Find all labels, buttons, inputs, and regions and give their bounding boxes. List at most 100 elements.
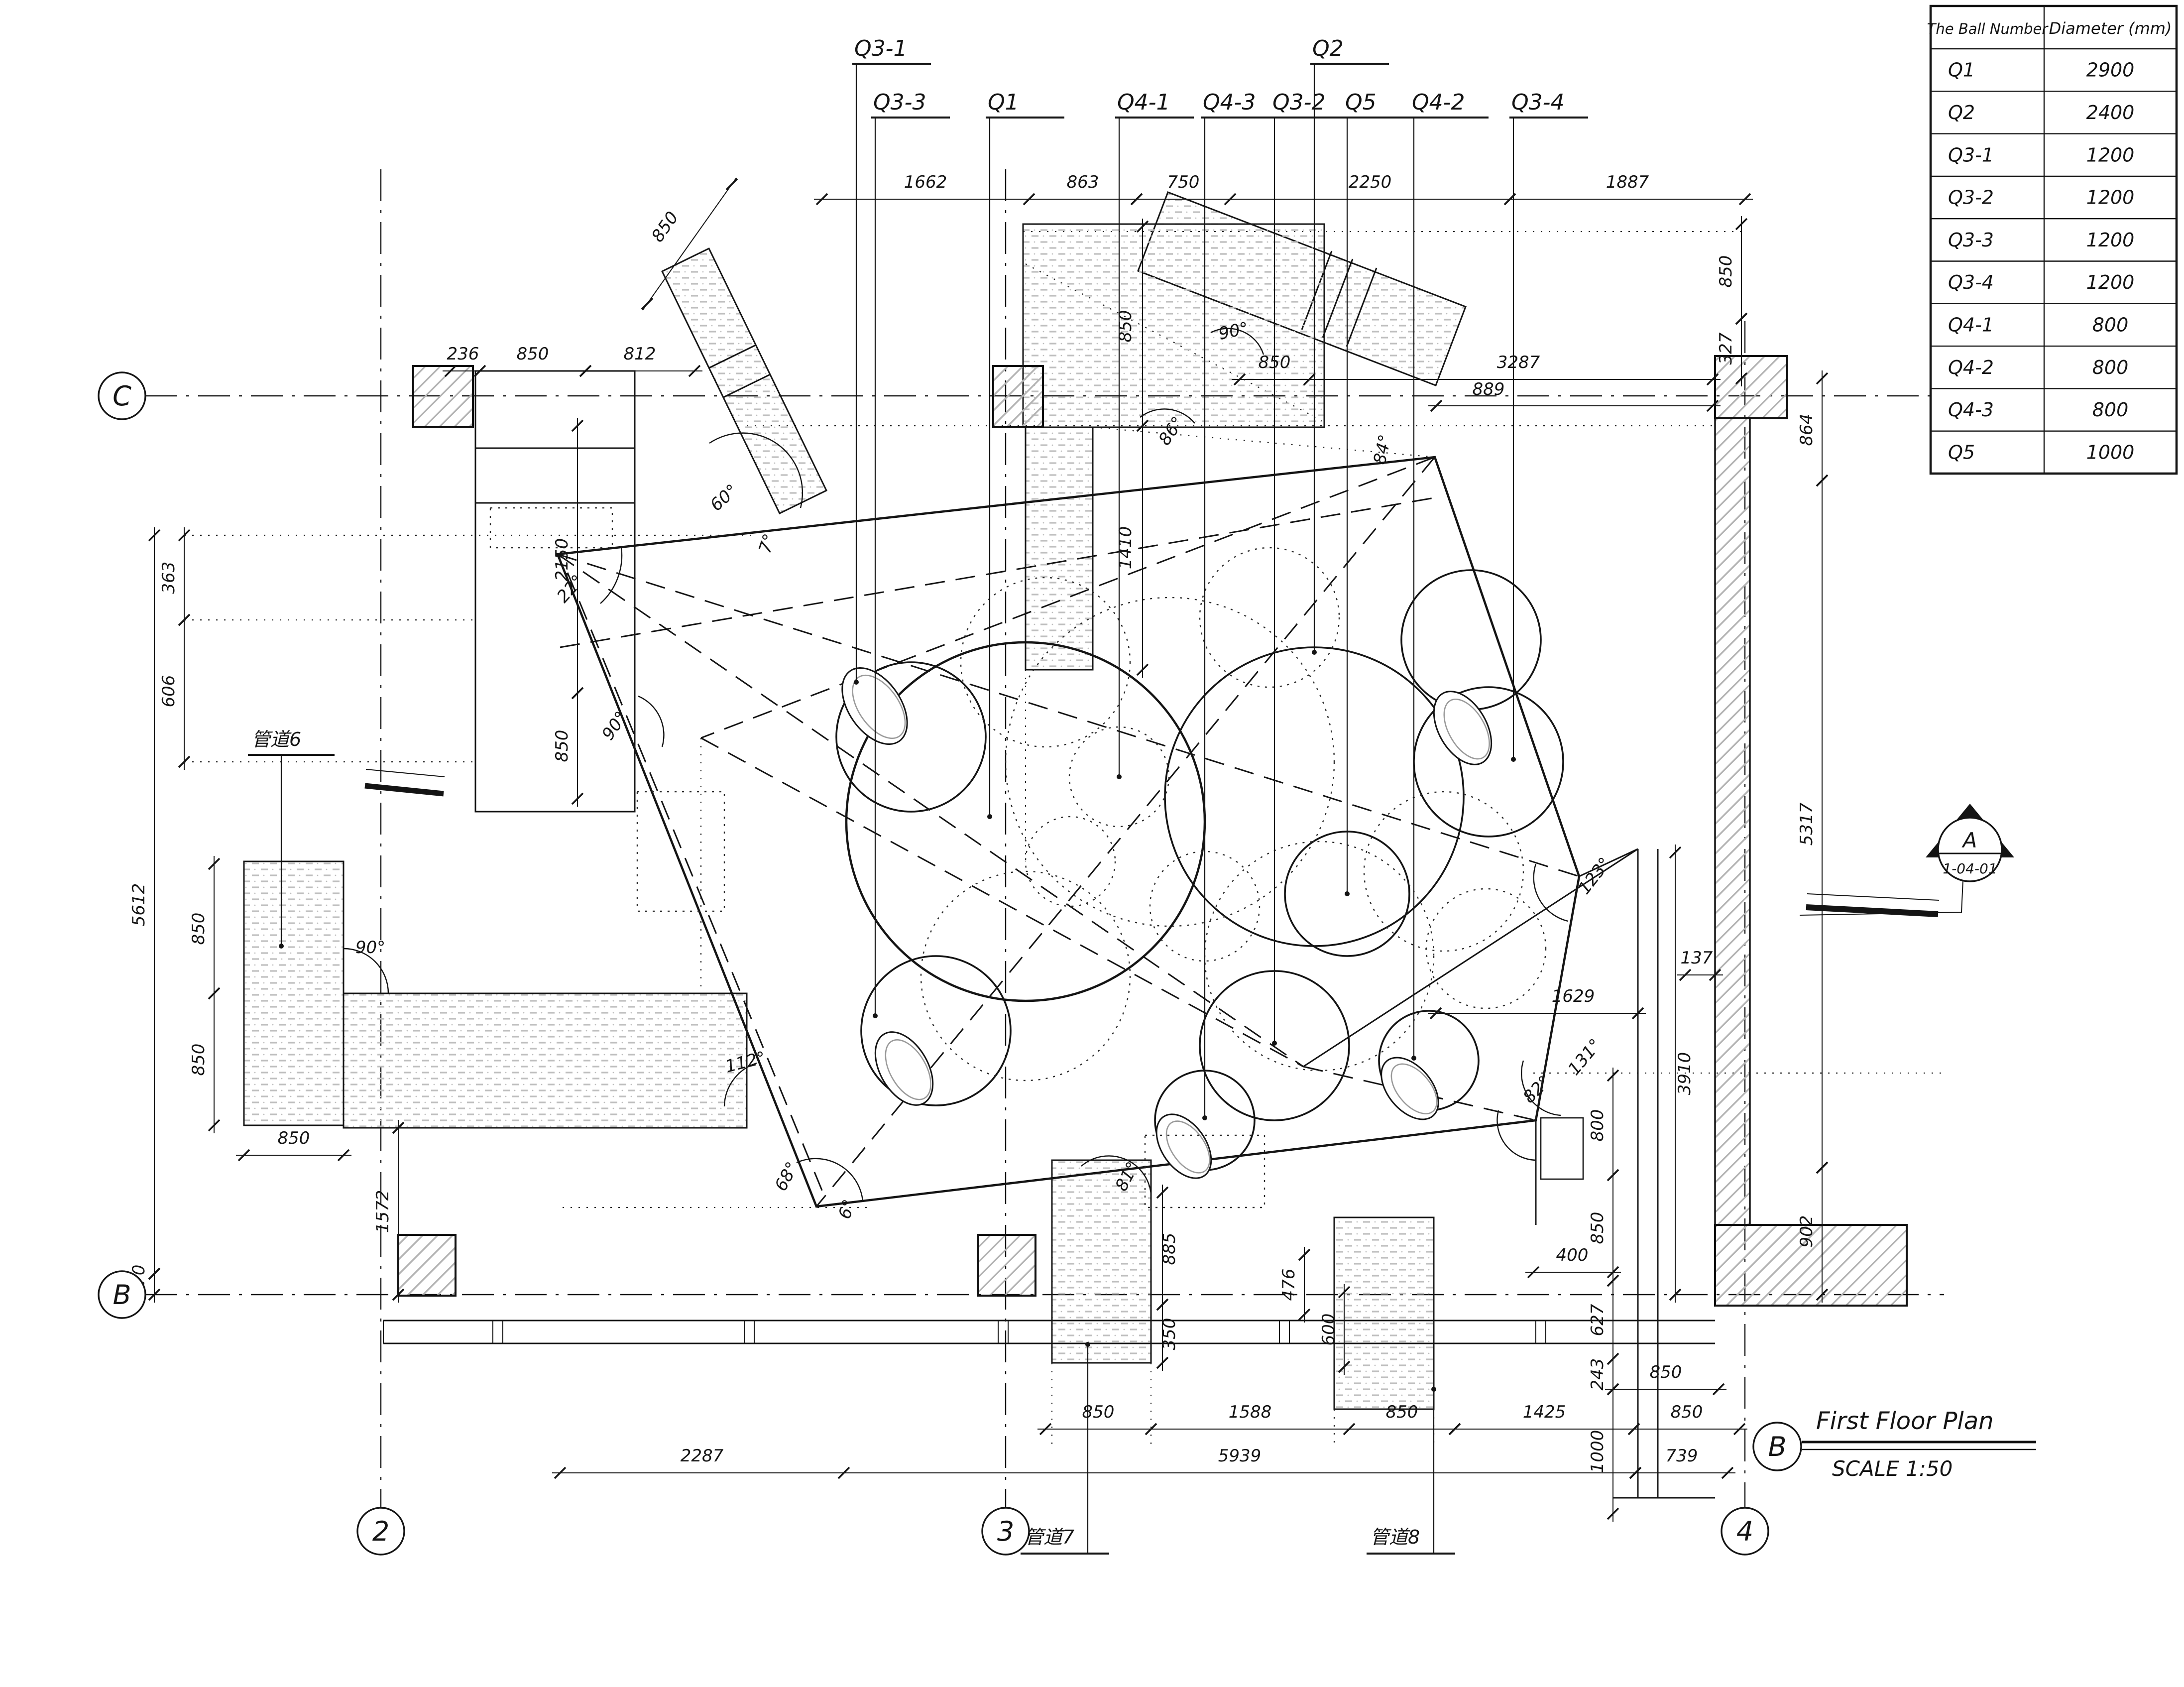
lens-highlight	[1433, 691, 1493, 765]
column-c4	[1714, 355, 1788, 419]
ball-q3-1	[835, 661, 987, 813]
dimension-889: 889	[1428, 379, 1721, 412]
dim-label: 5612	[129, 883, 149, 927]
dim-tick	[1706, 373, 1719, 386]
grid-bubble-label: 4	[1736, 1516, 1753, 1547]
break-bars	[364, 769, 1940, 917]
dim-label: 1572	[373, 1190, 393, 1233]
callout-end-dot	[1345, 891, 1350, 896]
dim-tick	[208, 857, 221, 870]
section-label: A	[1961, 828, 1977, 852]
dim-label: 902	[1797, 1215, 1817, 1248]
callout-end-dot	[1411, 1056, 1416, 1061]
dim-label: 476	[1279, 1269, 1299, 1301]
table-cell-ball-number: Q4-3	[1948, 399, 1994, 421]
dim-tick	[1136, 663, 1149, 676]
dim-tick	[237, 1149, 250, 1162]
dim-label: 600	[1319, 1314, 1339, 1346]
dim-tick	[208, 987, 221, 1000]
dimension-850: 850	[552, 685, 584, 807]
dim-label: 850	[189, 1044, 209, 1076]
dim-label: 327	[1716, 332, 1736, 364]
callout-label: Q4-1	[1117, 90, 1170, 115]
table-cell-diameter: 2900	[2086, 59, 2135, 81]
dimension-850: 850	[1626, 1402, 1747, 1436]
callout-end-dot	[873, 1013, 878, 1018]
dimension-606: 606	[159, 612, 191, 770]
dim-tick	[178, 755, 191, 768]
dimension-750: 750	[1129, 172, 1238, 206]
dim-tick	[148, 1288, 161, 1301]
callout-end-dot	[1511, 757, 1516, 762]
pipe-leader-dot	[1085, 1342, 1090, 1347]
grid-bubble-circle	[356, 1507, 405, 1556]
dim-label: 3287	[1497, 353, 1540, 372]
hidden-plate	[1144, 1134, 1265, 1208]
table-cell-diameter: 800	[2092, 314, 2129, 336]
table-cell-diameter: 1200	[2086, 271, 2135, 293]
dim-label: 350	[1159, 1318, 1179, 1350]
dim-label: 750	[1167, 172, 1200, 192]
dim-label: 627	[1588, 1304, 1608, 1336]
callout-label: Q3-4	[1511, 90, 1565, 115]
pipe-label: 管道7	[1021, 1342, 1109, 1555]
grid-bubble-circle	[98, 1270, 146, 1319]
title-bubble-label: B	[1768, 1431, 1786, 1462]
dim-label: 850	[517, 344, 549, 364]
lens-highlight	[1380, 1057, 1439, 1120]
dim-tick	[1607, 1274, 1619, 1287]
dim-label: 850	[1386, 1402, 1418, 1422]
lens-highlight	[874, 1031, 934, 1106]
dimension-137: 137	[1677, 948, 1723, 981]
dim-label: 3910	[1675, 1052, 1695, 1095]
dim-tick	[444, 364, 457, 377]
dim-label: 850	[1588, 1212, 1608, 1244]
table-header-diameter: Diameter (mm)	[2049, 19, 2172, 38]
table-cell-ball-number: Q3-1	[1948, 144, 1994, 166]
callout-q4-2: Q4-2	[1410, 90, 1489, 1061]
dim-tick	[571, 419, 584, 432]
dimension-3910: 3910	[1669, 844, 1695, 1303]
ball-table-border	[1929, 4, 2178, 475]
dim-label: 885	[1159, 1233, 1179, 1265]
dim-tick	[725, 178, 738, 191]
dim-tick	[1607, 1352, 1619, 1365]
callout-end-dot	[1117, 774, 1122, 779]
callout-end-dot	[1202, 1115, 1207, 1120]
grid-bubble-circle	[98, 371, 146, 420]
ball-q4-1-hidden	[1068, 726, 1170, 828]
dim-tick	[1627, 1423, 1640, 1436]
callout-end-dot	[1272, 1041, 1277, 1046]
dim-tick	[688, 364, 701, 377]
east-wall	[1714, 417, 1751, 1226]
dim-label: 850	[1650, 1362, 1682, 1382]
column-b4-block	[1714, 1224, 1908, 1307]
dim-tick	[1430, 399, 1443, 412]
dim-tick	[1039, 1423, 1052, 1436]
dim-tick	[1629, 1466, 1642, 1479]
title-bubble	[1752, 1422, 1802, 1471]
page-title: First Floor Plan	[1816, 1407, 1994, 1435]
dim-tick	[1338, 1360, 1351, 1373]
dim-tick	[1735, 218, 1748, 231]
platform-outline	[556, 456, 1581, 1208]
dim-tick	[1224, 193, 1237, 206]
dim-line	[642, 177, 737, 311]
grid-bubble-circle	[981, 1507, 1030, 1556]
dim-tick	[1706, 399, 1719, 412]
dim-tick	[1156, 1186, 1169, 1199]
grid-bubble-label: 2	[372, 1516, 389, 1547]
callout-q1: Q1	[986, 90, 1064, 819]
dim-label: 1629	[1552, 986, 1595, 1006]
dim-label: 739	[1666, 1446, 1698, 1466]
dim-label: 2150	[552, 538, 572, 582]
dim-tick	[1156, 1356, 1169, 1369]
dim-tick	[1631, 1007, 1644, 1020]
dimension-739: 739	[1627, 1446, 1735, 1479]
dimension-2287: 2287	[552, 1446, 852, 1479]
dim-tick	[1669, 1288, 1682, 1301]
callout-q3-3: Q3-3	[871, 90, 950, 1018]
table-cell-ball-number: Q4-1	[1948, 314, 1994, 336]
dim-tick	[571, 687, 584, 700]
